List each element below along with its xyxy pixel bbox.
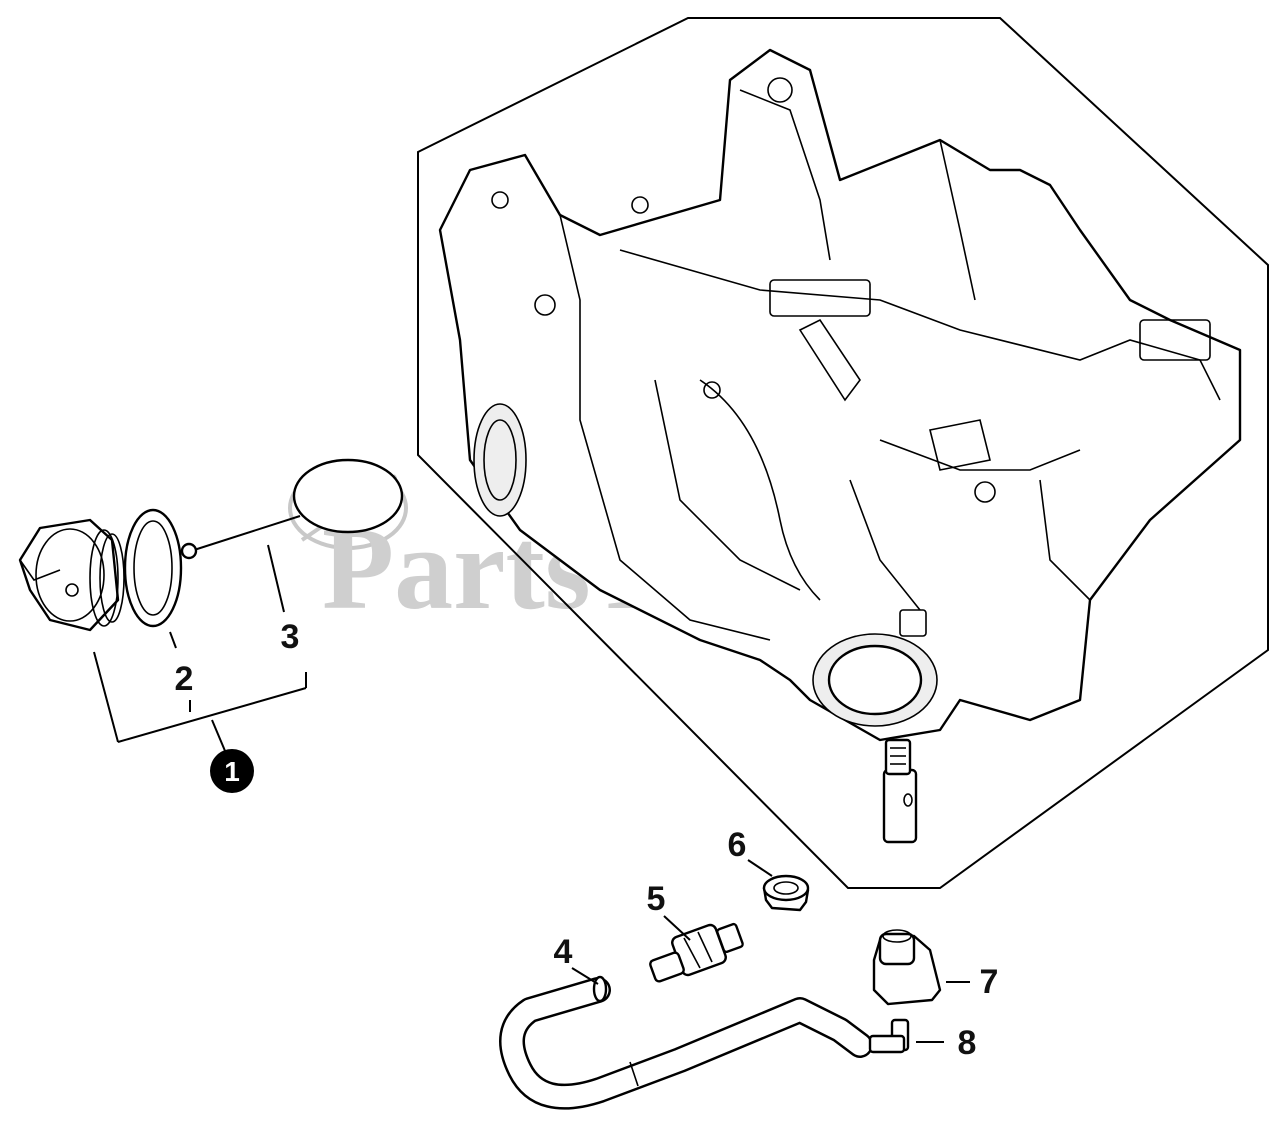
oil-pump-worm[interactable] [882, 738, 918, 844]
callout-5[interactable]: 5 [647, 880, 666, 918]
oil-cap-o-ring[interactable] [123, 508, 183, 628]
callout-2[interactable]: 2 [175, 660, 194, 698]
elbow-connector[interactable] [868, 1018, 910, 1054]
callout-7[interactable]: 7 [980, 963, 999, 1001]
housing-frame [417, 17, 1269, 889]
callout-1[interactable]: 1 [210, 749, 254, 793]
leader-lines [571, 859, 970, 1043]
callout-4[interactable]: 4 [554, 933, 573, 971]
grommet[interactable] [762, 874, 810, 912]
oil-outlet-fitting[interactable] [872, 929, 942, 1006]
oil-cap[interactable] [18, 518, 125, 632]
assembly-bracket [93, 544, 307, 759]
callout-3[interactable]: 3 [281, 618, 300, 656]
crankcase-housing[interactable] [438, 48, 1242, 742]
oil-hose[interactable] [499, 975, 873, 1110]
oil-cap-strap[interactable] [180, 458, 404, 560]
oil-strainer[interactable] [649, 922, 744, 983]
callout-1-label: 1 [224, 756, 240, 787]
callout-8[interactable]: 8 [958, 1024, 977, 1062]
callout-6[interactable]: 6 [728, 826, 747, 864]
